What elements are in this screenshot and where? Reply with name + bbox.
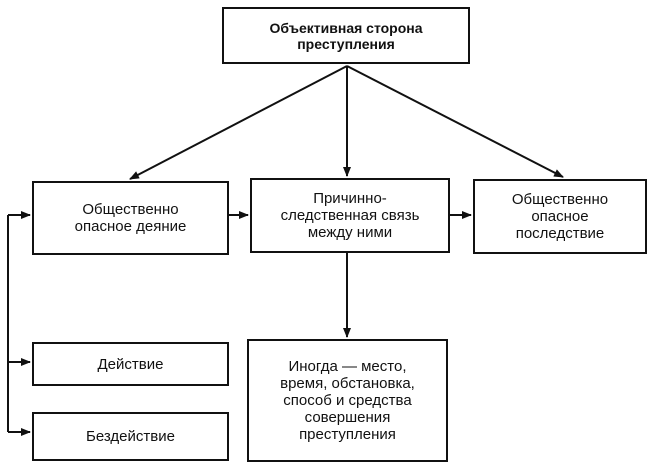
form-box-omission: Бездействие [32,412,229,461]
form-label-omission: Бездействие [86,428,175,445]
arrow-root-to-consequence [346,65,564,178]
arrow-root-to-act [129,65,348,180]
element-label-consequence: Общественно опасное последствие [511,191,609,242]
optional-features-box: Иногда — место, время, обстановка, спосо… [247,339,448,462]
element-box-consequence: Общественно опасное последствие [473,179,647,254]
element-label-causation: Причинно- следственная связь между ними [280,190,420,241]
form-label-action: Действие [97,355,164,373]
root-box-objective-side: Объективная сторона преступления [222,7,470,64]
element-box-act: Общественно опасное деяние [32,181,229,255]
element-label-act: Общественно опасное деяние [74,201,187,235]
form-box-action: Действие [32,342,229,386]
optional-features-label: Иногда — место, время, обстановка, спосо… [280,358,415,443]
root-label: Объективная сторона преступления [269,19,423,52]
element-box-causation: Причинно- следственная связь между ними [250,178,450,253]
